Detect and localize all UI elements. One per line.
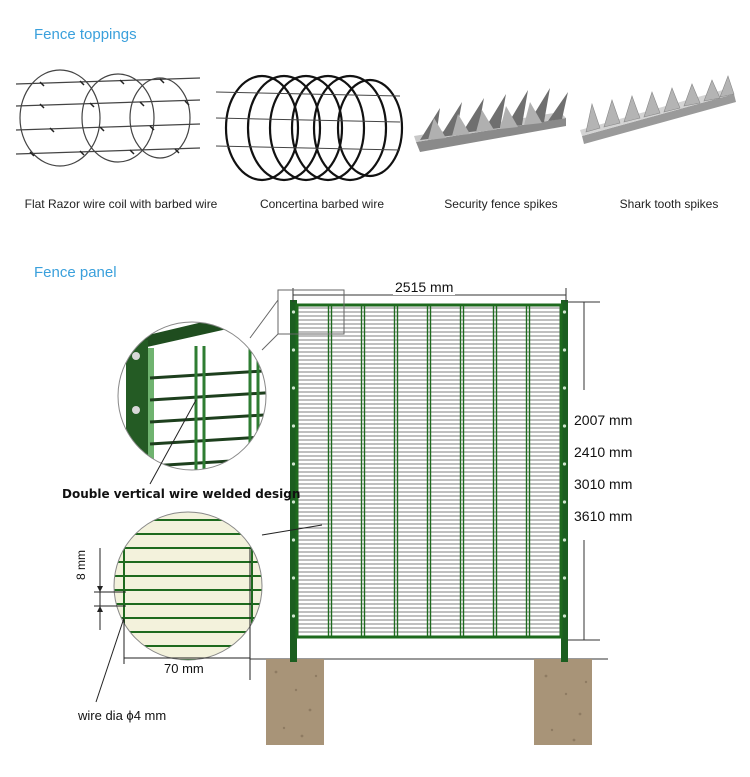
caption-shark-tooth: Shark tooth spikes: [619, 197, 719, 211]
mesh-detail-leader: [261, 524, 323, 536]
post-bolt: [562, 614, 567, 618]
post-bolt: [291, 500, 296, 504]
mesh-spacing-detail: [114, 512, 262, 660]
mesh-horizontal-wires: [298, 307, 560, 633]
caption-security-spikes: Security fence spikes: [444, 197, 558, 211]
post-bolt: [562, 462, 567, 466]
height-option: 2410 mm: [574, 444, 633, 460]
right-footing: [534, 659, 592, 745]
mesh-panel: [295, 303, 563, 639]
post-bolt: [291, 576, 296, 580]
post-bolt: [291, 310, 296, 314]
height-option: 3610 mm: [574, 508, 633, 524]
width-label: 2515 mm: [393, 279, 456, 295]
detail-callout-box: [277, 289, 345, 335]
vgap-arrow-head-2: [97, 606, 103, 612]
detail-callout-leader: [249, 299, 279, 339]
panel-title: Fence panel: [34, 264, 117, 281]
height-option: 2007 mm: [574, 412, 633, 428]
post-bolt: [291, 424, 296, 428]
razor-wire-coil-icon: [15, 69, 201, 167]
toppings-title: Fence toppings: [34, 26, 137, 43]
height-options: 2007 mm 2410 mm 3010 mm 3610 mm: [574, 410, 632, 538]
caption-concertina: Concertina barbed wire: [259, 197, 385, 211]
double-wire-label: Double vertical wire welded design: [62, 487, 301, 501]
caption-razor-wire: Flat Razor wire coil with barbed wire: [24, 197, 218, 211]
wire-dia-leader: [95, 617, 125, 703]
right-post: [561, 300, 568, 662]
post-bolt: [562, 500, 567, 504]
height-option: 3010 mm: [574, 476, 633, 492]
concertina-wire-icon: [215, 74, 404, 182]
detail-callout-leader-2: [261, 333, 279, 351]
post-bolt: [562, 310, 567, 314]
post-bolt: [562, 386, 567, 390]
wire-diameter-label: wire dia ϕ4 mm: [78, 708, 167, 723]
mesh-spacing-detail-outline: [113, 511, 263, 661]
post-bolt: [291, 462, 296, 466]
horizontal-gap-label: 70 mm: [164, 661, 204, 676]
post-bolt: [562, 424, 567, 428]
footing-texture: [274, 670, 588, 742]
mesh-vertical-wires: [327, 306, 531, 636]
vertical-gap-label: 8 mm: [74, 550, 88, 580]
double-wire-detail-outline: [117, 321, 267, 471]
double-wire-detail: [118, 322, 266, 470]
post-bolt: [291, 386, 296, 390]
post-bolt: [291, 348, 296, 352]
post-bolt: [562, 348, 567, 352]
post-bolt: [291, 614, 296, 618]
security-spikes-icon: [414, 88, 568, 152]
shark-tooth-spikes-icon: [580, 75, 736, 144]
post-bolts: [291, 310, 567, 618]
post-bolt: [562, 576, 567, 580]
double-wire-pointer: [149, 399, 197, 485]
post-bolt: [291, 538, 296, 542]
vgap-arrow-head: [97, 586, 103, 592]
post-bolt: [562, 538, 567, 542]
left-post: [290, 300, 297, 662]
